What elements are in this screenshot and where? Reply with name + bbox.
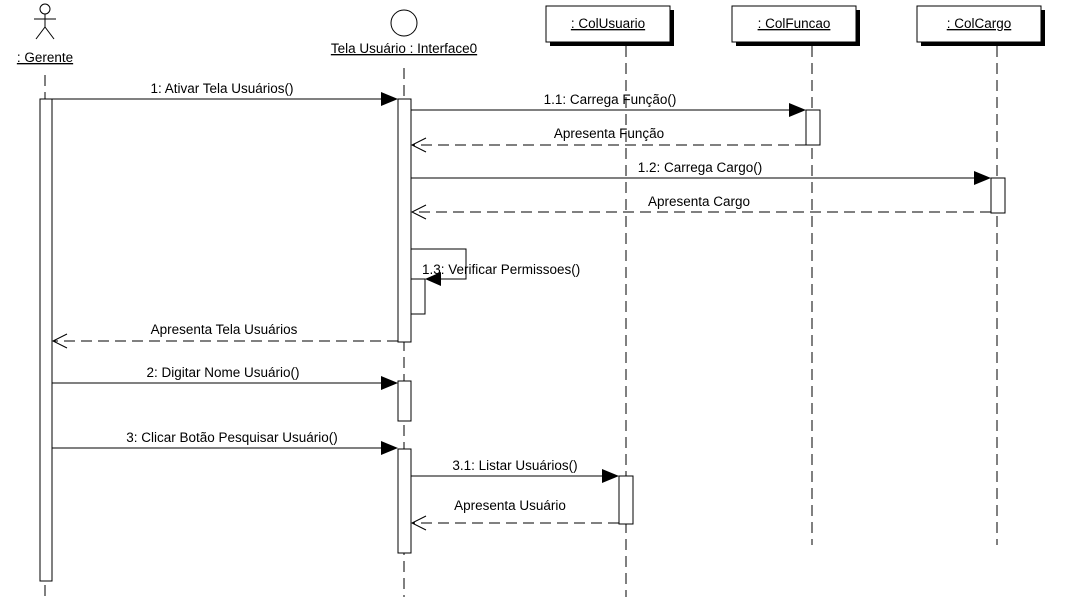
return-3-1-label: Apresenta Usuário (454, 498, 566, 513)
message-1-label: 1: Ativar Tela Usuários() (150, 81, 293, 96)
arrow-head-icon (425, 272, 441, 286)
message-1-1: 1.1: Carrega Função() (411, 92, 806, 117)
message-1-3-label: 1.3: Verificar Permissoes() (422, 262, 580, 277)
arrow-head-icon (602, 469, 619, 483)
return-1-label: Apresenta Tela Usuários (151, 322, 298, 337)
activation-colusuario (618, 475, 634, 525)
activation-colcargo (990, 177, 1006, 214)
message-2-label: 2: Digitar Nome Usuário() (146, 365, 299, 380)
participant-colusuario-label: : ColUsuario (571, 16, 645, 31)
message-3: 3: Clicar Botão Pesquisar Usuário() (52, 430, 398, 455)
participant-tela: Tela Usuário : Interface0 (331, 9, 477, 56)
activation-gerente (39, 98, 53, 582)
activation-colfuncao (805, 109, 821, 146)
arrow-head-icon (381, 376, 398, 390)
message-1-2: 1.2: Carrega Cargo() (411, 160, 991, 185)
return-3-1: Apresenta Usuário (410, 498, 619, 531)
interface-icon (390, 9, 418, 37)
participant-colcargo: : ColCargo (916, 5, 1045, 46)
message-1-3: 1.3: Verificar Permissoes() (411, 248, 580, 286)
message-3-1: 3.1: Listar Usuários() (411, 458, 619, 483)
participant-gerente-label: : Gerente (17, 50, 73, 65)
message-1-2-label: 1.2: Carrega Cargo() (638, 160, 763, 175)
message-1: 1: Ativar Tela Usuários() (52, 81, 398, 106)
arrow-head-icon (789, 103, 806, 117)
participant-tela-label: Tela Usuário : Interface0 (331, 41, 477, 56)
open-arrow-icon (410, 137, 427, 153)
message-3-label: 3: Clicar Botão Pesquisar Usuário() (126, 430, 338, 445)
actor-icon (34, 3, 56, 40)
activation-tela-self (410, 278, 426, 315)
message-1-1-label: 1.1: Carrega Função() (544, 92, 677, 107)
return-1: Apresenta Tela Usuários (51, 322, 398, 349)
message-2: 2: Digitar Nome Usuário() (52, 365, 398, 390)
participant-colcargo-label: : ColCargo (947, 16, 1012, 31)
activation-tela-1 (397, 98, 412, 343)
return-1-1: Apresenta Função (410, 126, 806, 153)
activation-tela-2 (397, 380, 412, 422)
open-arrow-icon (410, 515, 427, 531)
arrow-head-icon (974, 171, 991, 185)
arrow-head-icon (381, 441, 398, 455)
return-1-2-label: Apresenta Cargo (648, 194, 750, 209)
participant-colfuncao-label: : ColFuncao (758, 16, 831, 31)
activation-tela-3 (397, 448, 412, 554)
actor-gerente: : Gerente (17, 3, 73, 65)
arrow-head-icon (381, 92, 398, 106)
return-1-1-label: Apresenta Função (554, 126, 664, 141)
open-arrow-icon (410, 204, 427, 220)
return-1-2: Apresenta Cargo (410, 194, 991, 220)
open-arrow-icon (51, 333, 68, 349)
message-3-1-label: 3.1: Listar Usuários() (452, 458, 577, 473)
participant-colusuario: : ColUsuario (545, 5, 674, 46)
participant-colfuncao: : ColFuncao (731, 5, 860, 46)
